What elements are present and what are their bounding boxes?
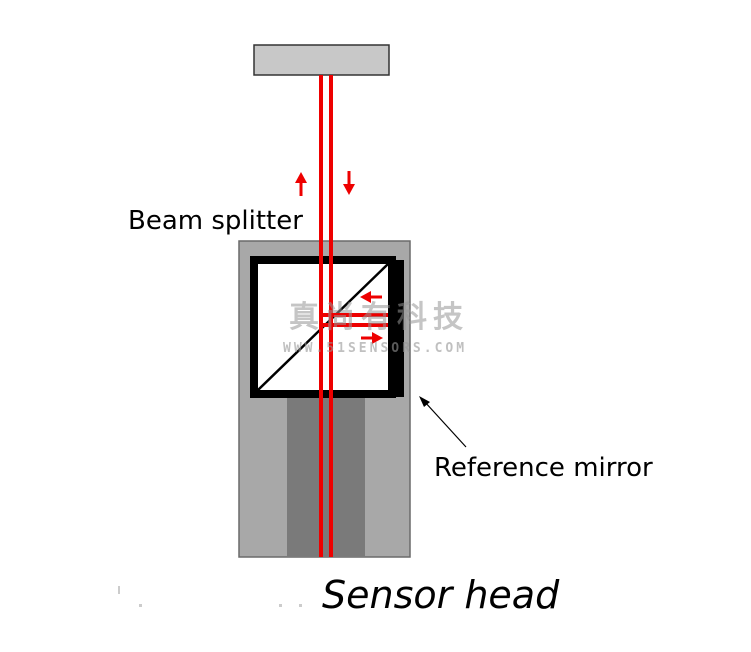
beam-splitter-label: Beam splitter xyxy=(128,206,303,236)
arrow-up-icon xyxy=(295,172,307,196)
sensor-head-core xyxy=(287,398,365,557)
sensor-head-label: Sensor head xyxy=(322,573,560,617)
watermark-brand: 真尚有科技 xyxy=(289,300,469,335)
reference-mirror-label: Reference mirror xyxy=(434,453,653,483)
arrow-down-icon xyxy=(343,171,355,195)
arrow-left-icon xyxy=(360,291,382,303)
target-mirror xyxy=(253,44,390,76)
faint-marks xyxy=(118,586,302,607)
watermark-url: WWW.51SENSORS.COM xyxy=(283,341,468,356)
arrow-right-icon xyxy=(361,332,383,344)
reference-pointer-arrow xyxy=(419,396,467,448)
